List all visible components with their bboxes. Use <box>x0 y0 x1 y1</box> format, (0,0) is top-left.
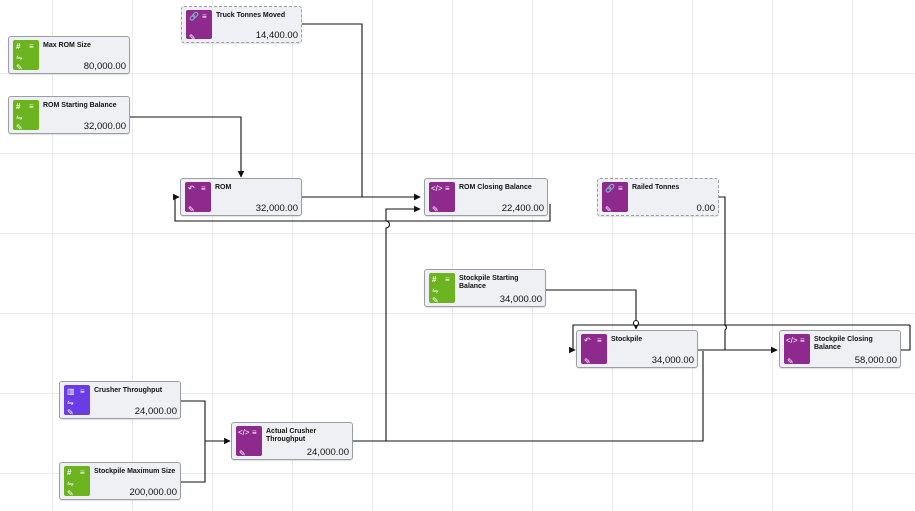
hash-icon: # <box>16 102 21 111</box>
edit-icon[interactable]: ✎ <box>605 205 612 214</box>
node-title: ROM Starting Balance <box>43 102 117 109</box>
edit-icon[interactable]: ✎ <box>67 408 74 417</box>
node-truck-tonnes-moved[interactable]: 🔗 ≡ ✎ Truck Tonnes Moved 14,400.00 <box>181 6 302 43</box>
node-type-stripe: # ≡ ⇋ ✎ <box>13 40 39 72</box>
stock-icon: ↶ <box>188 184 195 193</box>
node-type-stripe: </> ≡ ✎ <box>429 182 455 214</box>
node-title: Stockpile Maximum Size <box>94 468 176 475</box>
menu-icon[interactable]: ≡ <box>201 184 206 193</box>
code-icon: </> <box>238 428 250 437</box>
node-type-stripe: </> ≡ ✎ <box>784 334 810 366</box>
node-stockpile[interactable]: ↶ ≡ ✎ Stockpile 34,000.00 <box>576 330 698 368</box>
node-title: Stockpile <box>611 336 643 343</box>
menu-icon[interactable]: ≡ <box>80 468 85 477</box>
node-title: Railed Tonnes <box>632 184 680 191</box>
node-value: 24,000.00 <box>134 406 177 417</box>
edit-icon[interactable]: ✎ <box>16 123 23 132</box>
edit-icon[interactable]: ✎ <box>787 357 794 366</box>
node-type-stripe: ↶ ≡ ✎ <box>185 182 211 214</box>
edit-icon[interactable]: ✎ <box>67 489 74 498</box>
node-value: 14,400.00 <box>255 30 298 41</box>
node-crusher-throughput[interactable]: ▥ ≡ ⇋ ✎ Crusher Throughput 24,000.00 <box>59 381 181 419</box>
node-type-stripe: 🔗 ≡ ✎ <box>602 182 628 214</box>
menu-icon[interactable]: ≡ <box>618 184 623 193</box>
menu-icon[interactable]: ≡ <box>445 275 450 284</box>
node-value: 34,000.00 <box>499 294 542 305</box>
edit-icon[interactable]: ✎ <box>584 357 591 366</box>
edit-icon[interactable]: ✎ <box>16 63 23 72</box>
menu-icon[interactable]: ≡ <box>597 336 602 345</box>
menu-icon[interactable]: ≡ <box>29 42 34 51</box>
node-value: 58,000.00 <box>854 355 897 366</box>
node-title: Max ROM Size <box>43 42 91 49</box>
scenario-icon[interactable]: ⇋ <box>432 286 439 295</box>
node-title: Stockpile Starting Balance <box>459 275 519 290</box>
hash-icon: # <box>16 42 21 51</box>
node-value: 34,000.00 <box>651 355 694 366</box>
node-type-stripe: # ≡ ⇋ ✎ <box>64 466 90 498</box>
node-max-rom-size[interactable]: # ≡ ⇋ ✎ Max ROM Size 80,000.00 <box>8 36 130 74</box>
edit-icon[interactable]: ✎ <box>432 205 439 214</box>
chart-icon: ▥ <box>67 387 75 396</box>
node-value: 32,000.00 <box>83 121 126 132</box>
hash-icon: # <box>67 468 72 477</box>
node-value: 22,400.00 <box>501 203 544 214</box>
node-value: 80,000.00 <box>83 61 126 72</box>
node-type-stripe: ↶ ≡ ✎ <box>581 334 607 366</box>
node-title: Truck Tonnes Moved <box>216 12 286 19</box>
menu-icon[interactable]: ≡ <box>80 387 85 396</box>
node-title: ROM Closing Balance <box>459 184 532 191</box>
code-icon: </> <box>431 184 443 193</box>
node-stockpile-starting-balance[interactable]: # ≡ ⇋ ✎ Stockpile Starting Balance 34,00… <box>424 269 546 307</box>
node-title: Actual Crusher Throughput <box>266 428 317 443</box>
edit-icon[interactable]: ✎ <box>188 205 195 214</box>
node-value: 0.00 <box>696 203 716 214</box>
node-title: ROM <box>215 184 232 191</box>
node-type-stripe: ▥ ≡ ⇋ ✎ <box>64 385 90 417</box>
node-value: 24,000.00 <box>306 447 349 458</box>
hash-icon: # <box>432 275 437 284</box>
node-type-stripe: 🔗 ≡ ✎ <box>186 10 212 42</box>
scenario-icon[interactable]: ⇋ <box>16 113 23 122</box>
link-icon: 🔗 <box>605 184 615 193</box>
node-railed-tonnes[interactable]: 🔗 ≡ ✎ Railed Tonnes 0.00 <box>597 178 719 216</box>
stock-icon: ↶ <box>584 336 591 345</box>
menu-icon[interactable]: ≡ <box>29 102 34 111</box>
edit-icon[interactable]: ✎ <box>189 33 196 42</box>
scenario-icon[interactable]: ⇋ <box>67 398 74 407</box>
node-value: 200,000.00 <box>129 487 177 498</box>
scenario-icon[interactable]: ⇋ <box>67 479 74 488</box>
menu-icon[interactable]: ≡ <box>800 336 805 345</box>
link-icon: 🔗 <box>189 12 199 21</box>
menu-icon[interactable]: ≡ <box>445 184 450 193</box>
node-rom-closing-balance[interactable]: </> ≡ ✎ ROM Closing Balance 22,400.00 <box>424 178 548 216</box>
edit-icon[interactable]: ✎ <box>432 296 439 305</box>
node-rom[interactable]: ↶ ≡ ✎ ROM 32,000.00 <box>180 178 302 216</box>
node-type-stripe: </> ≡ ✎ <box>236 426 262 458</box>
menu-icon[interactable]: ≡ <box>252 428 257 437</box>
node-stockpile-closing-balance[interactable]: </> ≡ ✎ Stockpile Closing Balance 58,000… <box>779 330 901 368</box>
node-stockpile-maximum-size[interactable]: # ≡ ⇋ ✎ Stockpile Maximum Size 200,000.0… <box>59 462 181 500</box>
node-type-stripe: # ≡ ⇋ ✎ <box>13 100 39 132</box>
code-icon: </> <box>786 336 798 345</box>
node-title: Stockpile Closing Balance <box>814 336 873 351</box>
menu-icon[interactable]: ≡ <box>202 12 207 21</box>
node-rom-starting-balance[interactable]: # ≡ ⇋ ✎ ROM Starting Balance 32,000.00 <box>8 96 130 134</box>
node-actual-crusher-throughput[interactable]: </> ≡ ✎ Actual Crusher Throughput 24,000… <box>231 422 353 460</box>
node-title: Crusher Throughput <box>94 387 163 394</box>
scenario-icon[interactable]: ⇋ <box>16 53 23 62</box>
node-type-stripe: # ≡ ⇋ ✎ <box>429 273 455 305</box>
edit-icon[interactable]: ✎ <box>239 449 246 458</box>
node-value: 32,000.00 <box>255 203 298 214</box>
